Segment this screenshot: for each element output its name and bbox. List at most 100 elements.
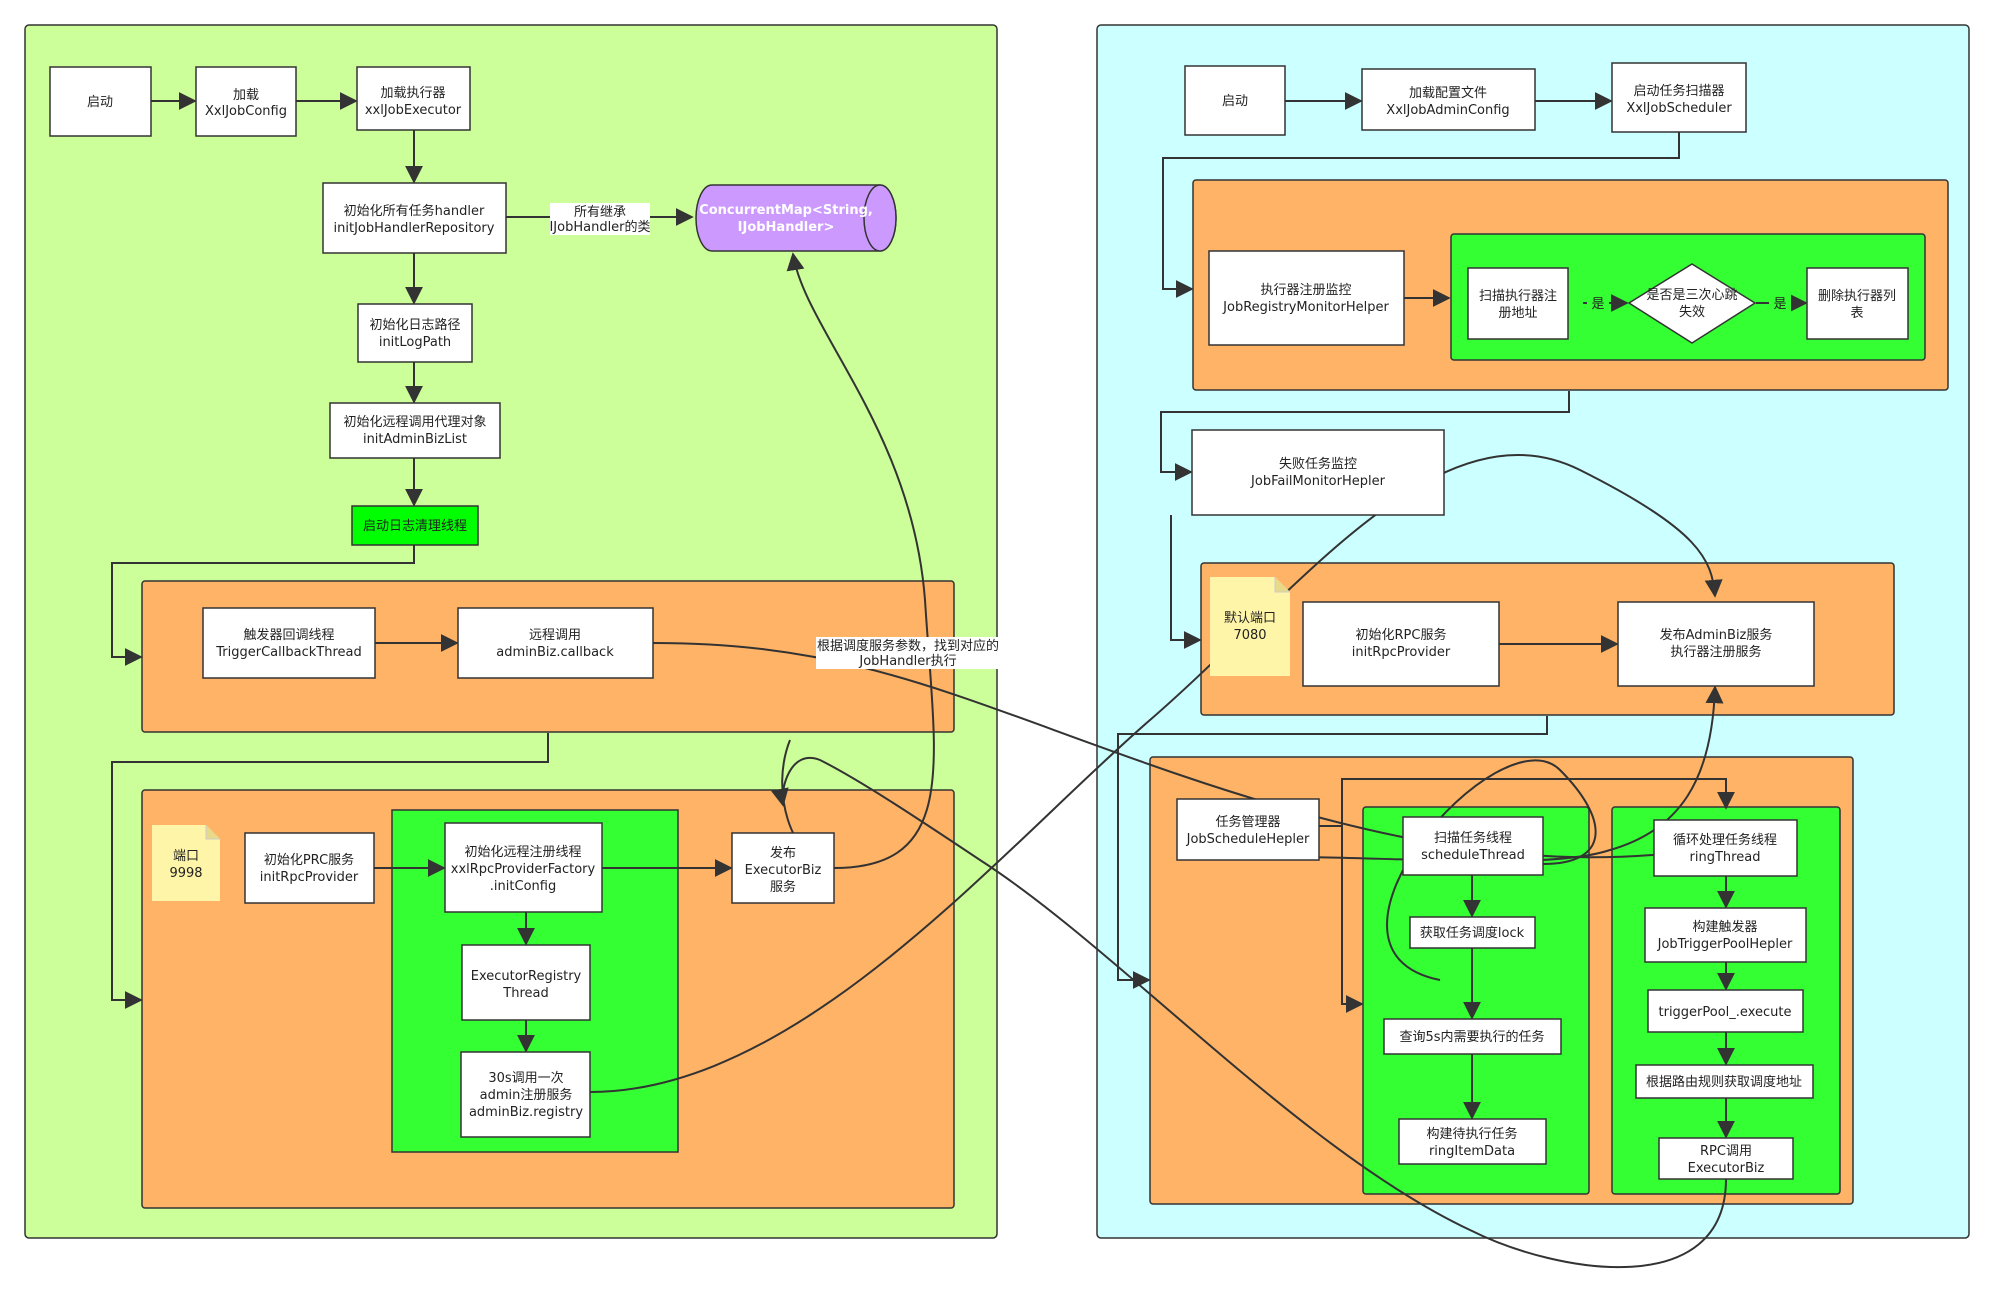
- svg-text:IJobHandler>: IJobHandler>: [738, 220, 835, 235]
- svg-text:册地址: 册地址: [1498, 306, 1537, 321]
- svg-text:扫描任务线程: 扫描任务线程: [1434, 830, 1512, 846]
- remote-callback-node[interactable]: 远程调用 adminBiz.callback: [457, 607, 654, 679]
- svg-text:失败任务监控: 失败任务监控: [1279, 456, 1357, 472]
- admin-start-node[interactable]: 启动: [1184, 65, 1286, 136]
- svg-text:9998: 9998: [169, 866, 202, 881]
- svg-text:构建待执行任务: 构建待执行任务: [1426, 1126, 1517, 1142]
- query-5s-node[interactable]: 查询5s内需要执行的任务: [1383, 1018, 1562, 1055]
- rpc-call-node[interactable]: RPC调用 ExecutorBiz: [1658, 1137, 1794, 1180]
- start-log-clean-node[interactable]: 启动日志清理线程: [351, 505, 479, 546]
- start-scheduler-node[interactable]: 启动任务扫描器 XxlJobScheduler: [1611, 62, 1747, 133]
- executor-port-note: 端口 9998: [152, 825, 220, 901]
- svg-text:initAdminBizList: initAdminBizList: [363, 432, 467, 447]
- svg-text:JobHandler执行: JobHandler执行: [858, 654, 956, 669]
- trigger-execute-node[interactable]: triggerPool_.execute: [1647, 989, 1804, 1033]
- svg-text:xxlJobExecutor: xxlJobExecutor: [365, 103, 462, 118]
- svg-text:ConcurrentMap<String,: ConcurrentMap<String,: [699, 203, 873, 218]
- svg-text:JobTriggerPoolHepler: JobTriggerPoolHepler: [1657, 937, 1793, 952]
- concurrent-map-cylinder[interactable]: ConcurrentMap<String, IJobHandler>: [695, 184, 897, 252]
- svg-text:失效: 失效: [1679, 305, 1705, 320]
- svg-text:ExecutorBiz: ExecutorBiz: [745, 863, 822, 878]
- svg-text:ringThread: ringThread: [1690, 850, 1761, 865]
- svg-text:TriggerCallbackThread: TriggerCallbackThread: [215, 645, 361, 660]
- init-handlers-node[interactable]: 初始化所有任务handler initJobHandlerRepository: [322, 182, 507, 254]
- svg-text:启动: 启动: [1222, 94, 1248, 109]
- svg-text:initLogPath: initLogPath: [379, 335, 451, 350]
- ring-thread-node[interactable]: 循环处理任务线程 ringThread: [1653, 819, 1798, 877]
- fail-monitor-node[interactable]: 失败任务监控 JobFailMonitorHepler: [1191, 429, 1445, 516]
- svg-text:initRpcProvider: initRpcProvider: [260, 870, 359, 885]
- delete-executor-node[interactable]: 删除执行器列 表: [1806, 267, 1909, 340]
- scan-thread-node[interactable]: 扫描任务线程 scheduleThread: [1402, 816, 1544, 876]
- get-lock-node[interactable]: 获取任务调度lock: [1409, 916, 1536, 949]
- init-admin-biz-node[interactable]: 初始化远程调用代理对象 initAdminBizList: [329, 402, 501, 459]
- svg-text:根据调度服务参数，找到对应的: 根据调度服务参数，找到对应的: [817, 638, 999, 654]
- svg-text:triggerPool_.execute: triggerPool_.execute: [1659, 1005, 1792, 1020]
- svg-text:初始化所有任务handler: 初始化所有任务handler: [344, 203, 485, 219]
- svg-text:7080: 7080: [1233, 628, 1266, 643]
- svg-text:ringItemData: ringItemData: [1429, 1144, 1515, 1159]
- svg-text:获取任务调度lock: 获取任务调度lock: [1420, 925, 1525, 941]
- svg-text:初始化PRC服务: 初始化PRC服务: [264, 852, 354, 868]
- yes-label-1: 是: [1587, 293, 1609, 313]
- route-address-node[interactable]: 根据路由规则获取调度地址: [1635, 1064, 1814, 1099]
- svg-text:初始化远程调用代理对象: 初始化远程调用代理对象: [343, 415, 486, 430]
- svg-text:初始化RPC服务: 初始化RPC服务: [1356, 627, 1447, 643]
- svg-text:执行器注册服务: 执行器注册服务: [1670, 644, 1761, 660]
- init-registry-node[interactable]: 初始化远程注册线程 xxlRpcProviderFactory .initCon…: [444, 822, 603, 913]
- svg-text:根据路由规则获取调度地址: 根据路由规则获取调度地址: [1646, 1074, 1802, 1090]
- handler-edge-label: 所有继承 IJobHandler的类: [549, 203, 651, 235]
- svg-text:IJobHandler的类: IJobHandler的类: [549, 219, 650, 235]
- trigger-callback-node[interactable]: 触发器回调线程 TriggerCallbackThread: [202, 607, 376, 679]
- svg-text:Thread: Thread: [502, 986, 548, 1001]
- svg-text:XxlJobScheduler: XxlJobScheduler: [1626, 101, 1732, 116]
- svg-text:JobScheduleHepler: JobScheduleHepler: [1186, 832, 1310, 847]
- init-rpc-admin-node[interactable]: 初始化RPC服务 initRpcProvider: [1302, 601, 1500, 687]
- svg-text:XxlJobAdminConfig: XxlJobAdminConfig: [1386, 103, 1509, 118]
- svg-text:加载配置文件: 加载配置文件: [1409, 86, 1487, 101]
- svg-text:RPC调用: RPC调用: [1700, 1144, 1752, 1159]
- init-rpc-executor-node[interactable]: 初始化PRC服务 initRpcProvider: [244, 832, 375, 904]
- heartbeat-fail-decision[interactable]: 是否是三次心跳 失效: [1627, 263, 1757, 344]
- registry-monitor-node[interactable]: 执行器注册监控 JobRegistryMonitorHelper: [1208, 250, 1405, 346]
- svg-text:启动任务扫描器: 启动任务扫描器: [1633, 83, 1724, 99]
- build-ring-node[interactable]: 构建待执行任务 ringItemData: [1398, 1118, 1547, 1165]
- svg-text:JobFailMonitorHepler: JobFailMonitorHepler: [1250, 474, 1386, 489]
- svg-text:默认端口: 默认端口: [1224, 610, 1276, 626]
- svg-text:是否是三次心跳: 是否是三次心跳: [1646, 287, 1737, 303]
- svg-text:启动日志清理线程: 启动日志清理线程: [363, 519, 467, 534]
- publish-executor-biz-node[interactable]: 发布 ExecutorBiz 服务: [731, 832, 835, 904]
- svg-text:删除执行器列: 删除执行器列: [1818, 289, 1896, 304]
- svg-text:initRpcProvider: initRpcProvider: [1352, 645, 1451, 660]
- svg-text:adminBiz.registry: adminBiz.registry: [469, 1105, 583, 1120]
- svg-text:scheduleThread: scheduleThread: [1421, 848, 1525, 863]
- svg-text:触发器回调线程: 触发器回调线程: [243, 627, 334, 643]
- publish-admin-biz-node[interactable]: 发布AdminBiz服务 执行器注册服务: [1617, 601, 1815, 687]
- svg-text:加载: 加载: [233, 88, 259, 103]
- svg-text:加载执行器: 加载执行器: [380, 86, 445, 101]
- load-admin-config-node[interactable]: 加载配置文件 XxlJobAdminConfig: [1361, 68, 1536, 131]
- svg-text:xxlRpcProviderFactory: xxlRpcProviderFactory: [451, 862, 596, 877]
- svg-text:执行器注册监控: 执行器注册监控: [1260, 283, 1351, 298]
- svg-text:发布: 发布: [770, 845, 796, 861]
- build-trigger-node[interactable]: 构建触发器 JobTriggerPoolHepler: [1644, 907, 1807, 963]
- svg-text:远程调用: 远程调用: [529, 628, 581, 643]
- rpc-edge-label: 根据调度服务参数，找到对应的 JobHandler执行: [816, 637, 1000, 669]
- scan-registry-node[interactable]: 扫描执行器注 册地址: [1467, 267, 1569, 340]
- svg-text:是: 是: [1773, 297, 1786, 312]
- svg-text:JobRegistryMonitorHelper: JobRegistryMonitorHelper: [1222, 300, 1389, 315]
- load-executor-node[interactable]: 加载执行器 xxlJobExecutor: [356, 66, 471, 131]
- registry-30s-node[interactable]: 30s调用一次 admin注册服务 adminBiz.registry: [460, 1051, 591, 1138]
- svg-text:发布AdminBiz服务: 发布AdminBiz服务: [1660, 627, 1773, 643]
- registry-thread-node[interactable]: ExecutorRegistry Thread: [461, 944, 591, 1021]
- init-log-path-node[interactable]: 初始化日志路径 initLogPath: [357, 303, 473, 363]
- svg-text:adminBiz.callback: adminBiz.callback: [496, 645, 614, 660]
- svg-text:ExecutorBiz: ExecutorBiz: [1688, 1161, 1765, 1176]
- load-config-node[interactable]: 加载 XxlJobConfig: [195, 66, 297, 137]
- svg-text:服务: 服务: [770, 879, 796, 895]
- executor-start-node[interactable]: 启动: [49, 66, 152, 137]
- schedule-manager-node[interactable]: 任务管理器 JobScheduleHepler: [1176, 798, 1320, 861]
- svg-text:初始化远程注册线程: 初始化远程注册线程: [464, 845, 581, 860]
- yes-label-2: 是: [1769, 293, 1791, 313]
- svg-text:ExecutorRegistry: ExecutorRegistry: [471, 969, 582, 984]
